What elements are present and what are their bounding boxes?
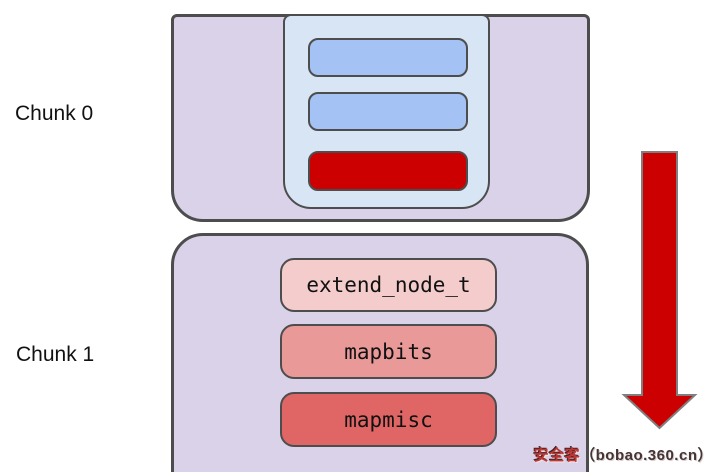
chunk1-block-mapbits: mapbits: [280, 324, 497, 379]
chunk1-block-mapmisc: mapmisc: [280, 392, 497, 447]
chunk0-region-red: [308, 151, 468, 191]
watermark-suffix: （bobao.360.cn）: [580, 447, 713, 464]
chunk0-region-blue-2: [308, 92, 468, 131]
watermark: 安全客（bobao.360.cn）: [534, 444, 713, 465]
extend-node-t-label: extend_node_t: [306, 273, 471, 297]
chunk0-label: Chunk 0: [15, 102, 94, 125]
mapbits-label: mapbits: [344, 339, 433, 364]
watermark-brand: 安全客: [533, 447, 581, 464]
chunk1-block-extend-node-t: extend_node_t: [280, 258, 497, 312]
mapmisc-label: mapmisc: [344, 407, 433, 432]
chunk1-label: Chunk 1: [16, 343, 95, 366]
chunk0-region-blue-1: [308, 38, 468, 77]
